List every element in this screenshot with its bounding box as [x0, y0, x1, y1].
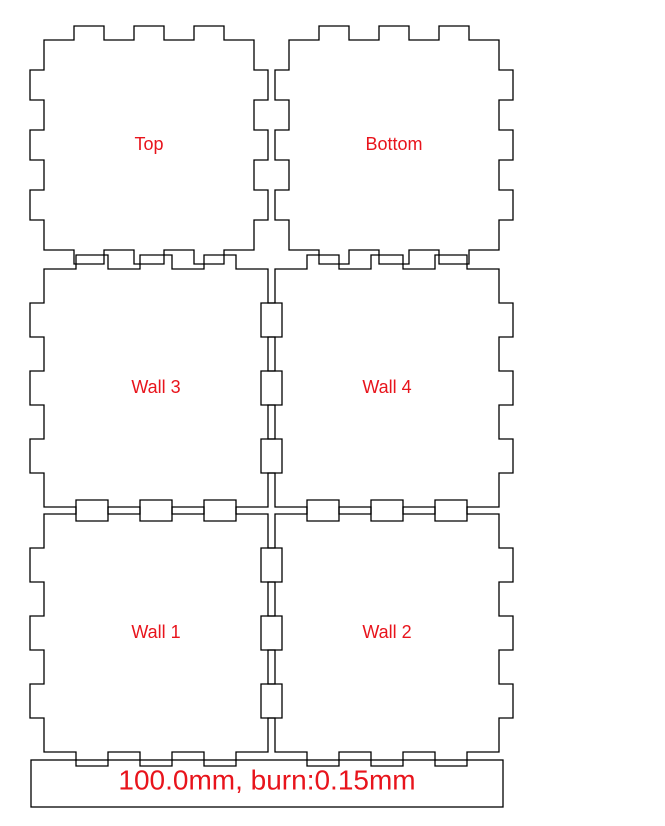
panel-label-wall-2: Wall 2 [362, 622, 411, 642]
panel-bottom: Bottom [274, 25, 514, 265]
panel-top: Top [29, 25, 269, 265]
panel-outline-wall-2 [260, 499, 514, 767]
panel-outline-top [29, 25, 269, 265]
panel-label-top: Top [134, 134, 163, 154]
panel-label-wall-4: Wall 4 [362, 377, 411, 397]
panel-outline-bottom [274, 25, 514, 265]
panel-wall-4: Wall 4 [260, 254, 514, 522]
panel-outline-wall-1 [29, 499, 283, 767]
panel-wall-2: Wall 2 [260, 499, 514, 767]
panel-label-wall-1: Wall 1 [131, 622, 180, 642]
panel-label-wall-3: Wall 3 [131, 377, 180, 397]
panel-outline-wall-3 [29, 254, 283, 522]
panel-wall-1: Wall 1 [29, 499, 283, 767]
spec-text: 100.0mm, burn:0.15mm [118, 764, 415, 795]
spec-box [30, 759, 504, 808]
panel-outline-wall-4 [260, 254, 514, 522]
panel-label-bottom: Bottom [365, 134, 422, 154]
panel-wall-3: Wall 3 [29, 254, 283, 522]
